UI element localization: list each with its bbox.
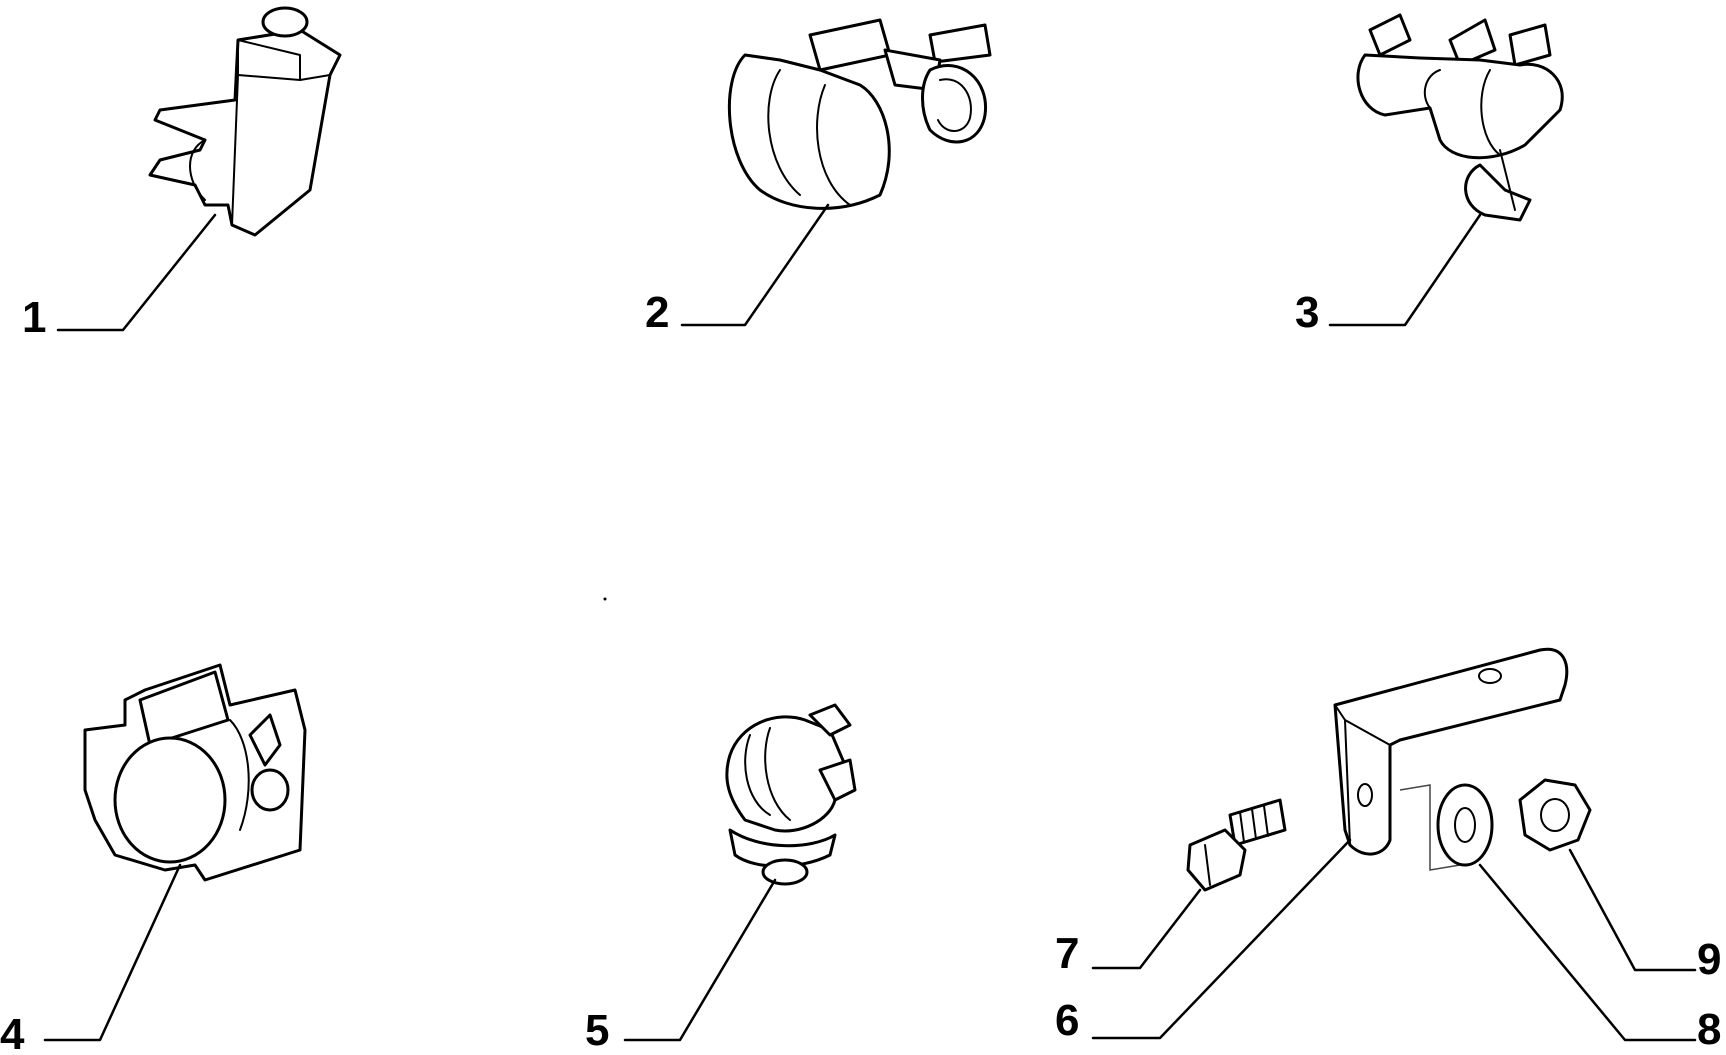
- callout-5: 5: [585, 1006, 609, 1055]
- part-3-spring-clip: [1356, 13, 1564, 222]
- callout-3: 3: [1295, 288, 1319, 337]
- part-2-twin-hose-clamp: [727, 18, 992, 210]
- part-8-washer: [1436, 783, 1494, 867]
- part-5-push-clip: [725, 703, 857, 886]
- leader-3: [1328, 213, 1482, 327]
- part-6-l-bracket: [1333, 647, 1569, 856]
- callout-4: 4: [0, 1010, 25, 1055]
- callout-7: 7: [1055, 929, 1079, 978]
- assembly-guide-line: [1399, 784, 1461, 871]
- callout-9: 9: [1697, 935, 1721, 984]
- leader-5: [623, 878, 777, 1042]
- leader-8: [1478, 863, 1697, 1042]
- callout-1: 1: [22, 293, 46, 342]
- callout-6: 6: [1055, 996, 1079, 1045]
- callout-2: 2: [645, 288, 669, 337]
- leader-lines: [43, 203, 1697, 1042]
- part-7-hex-bolt: [1186, 798, 1287, 892]
- part-9-hex-nut: [1518, 778, 1592, 852]
- leader-2: [680, 203, 830, 327]
- stray-mark: [603, 597, 607, 601]
- part-1-bracket-clip: [148, 6, 342, 237]
- leader-4: [43, 863, 182, 1042]
- leader-6: [1091, 838, 1352, 1040]
- leader-7: [1091, 888, 1202, 970]
- leader-9: [1568, 848, 1697, 972]
- leader-1: [56, 213, 217, 332]
- callout-8: 8: [1697, 1005, 1721, 1054]
- part-4-clamp-housing: [83, 663, 307, 882]
